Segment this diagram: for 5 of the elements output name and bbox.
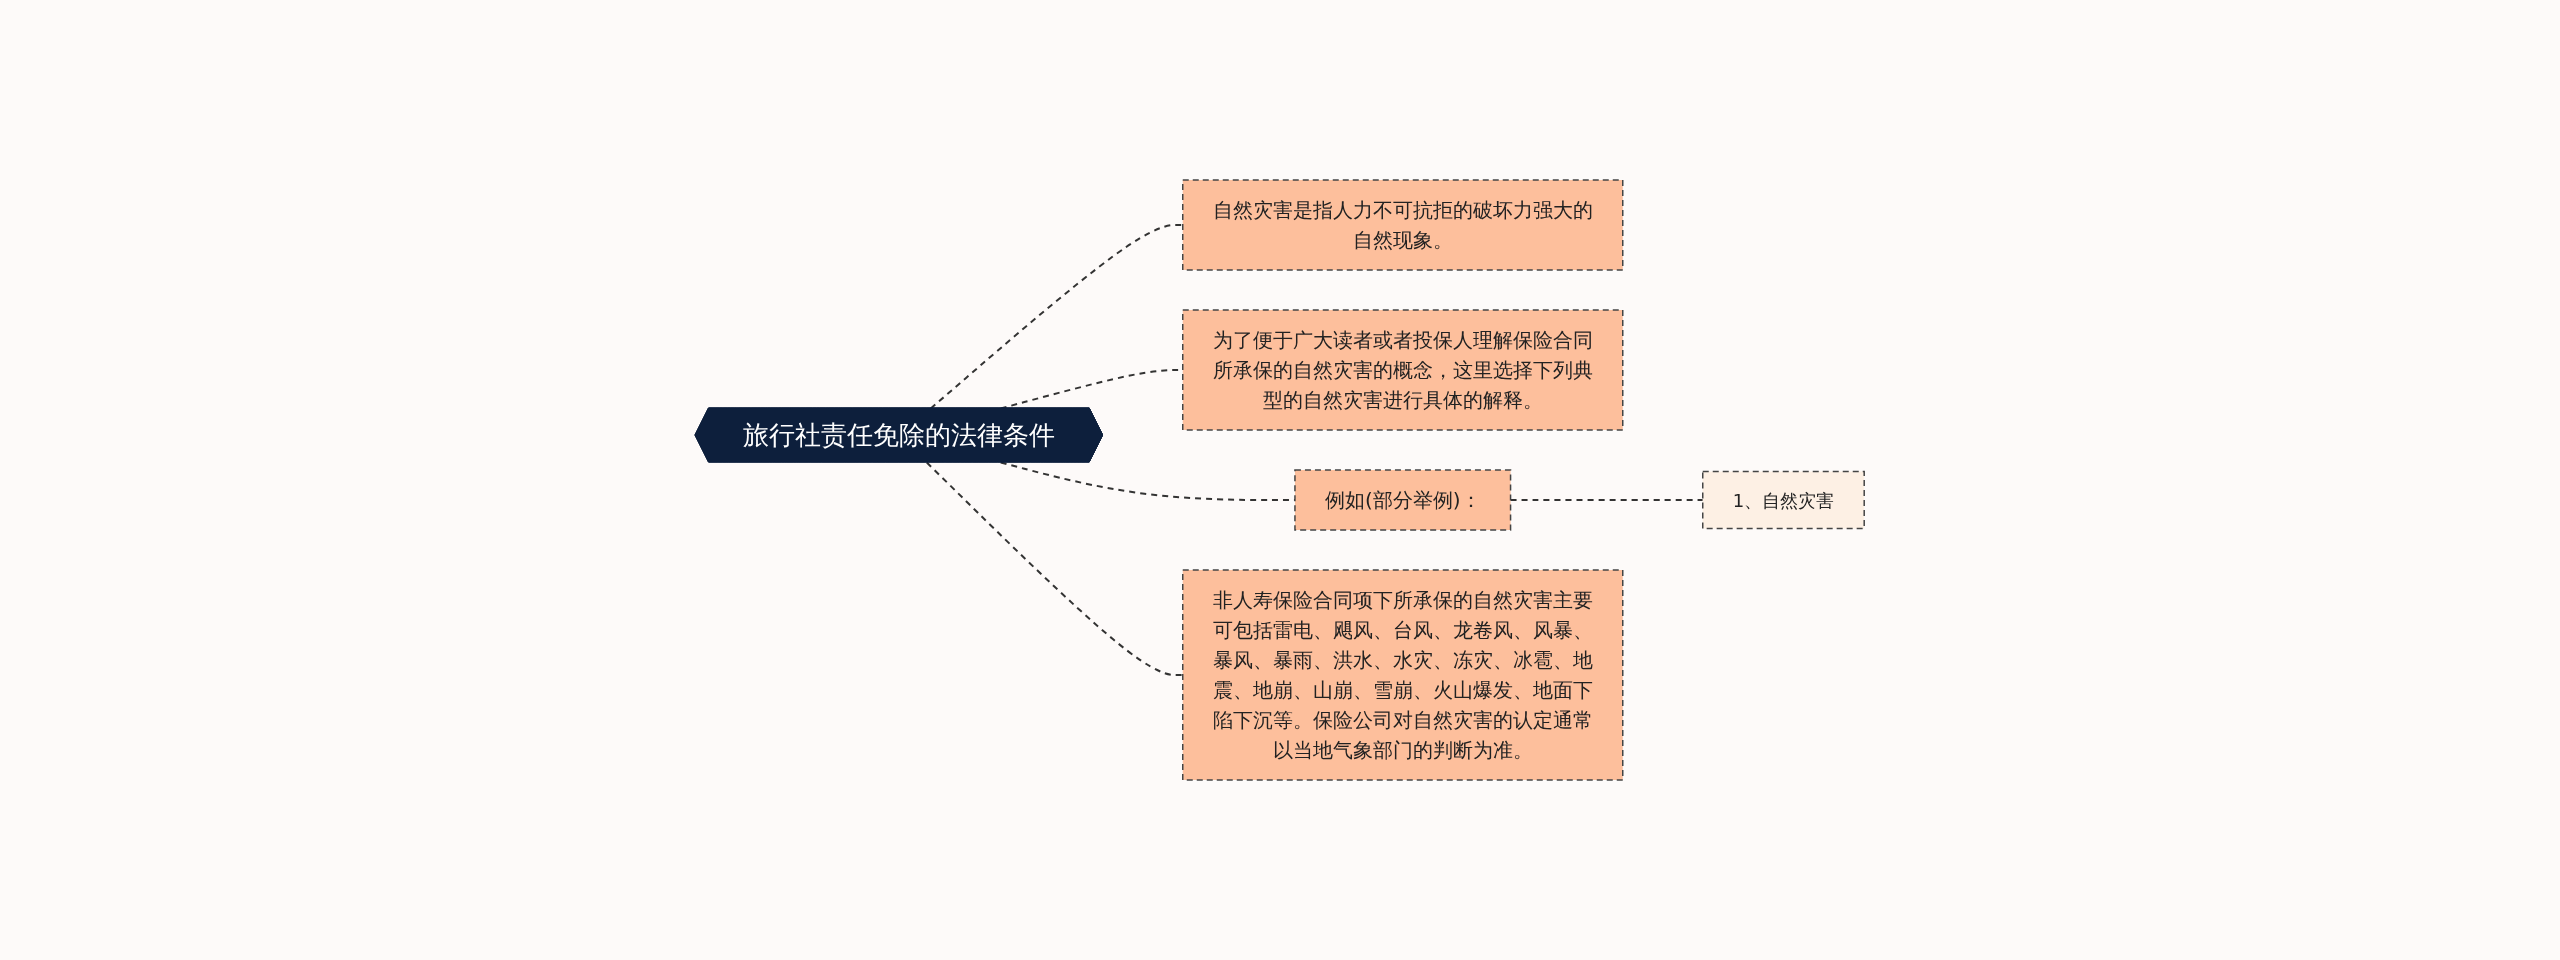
node-box: 自然灾害是指人力不可抗拒的破坏力强大的自然现象。 — [1182, 179, 1624, 271]
node-box: 为了便于广大读者或者投保人理解保险合同所承保的自然灾害的概念，这里选择下列典型的自然灾害进行具体的解释。 — [1182, 309, 1624, 431]
node-box: 例如(部分举例)： — [1294, 469, 1512, 531]
node-box: 非人寿保险合同项下所承保的自然灾害主要可包括雷电、飓风、台风、龙卷风、风暴、暴风、暴雨、洪水、水灾、冻灾、冰雹、地震、地崩、山崩、雪崩、火山爆发、地面下陷下沉等。保险公司对自然灾害的认定通常以当地气象部门的判断为准。 — [1182, 569, 1624, 781]
node-box: 1、自然灾害 — [1702, 470, 1866, 530]
